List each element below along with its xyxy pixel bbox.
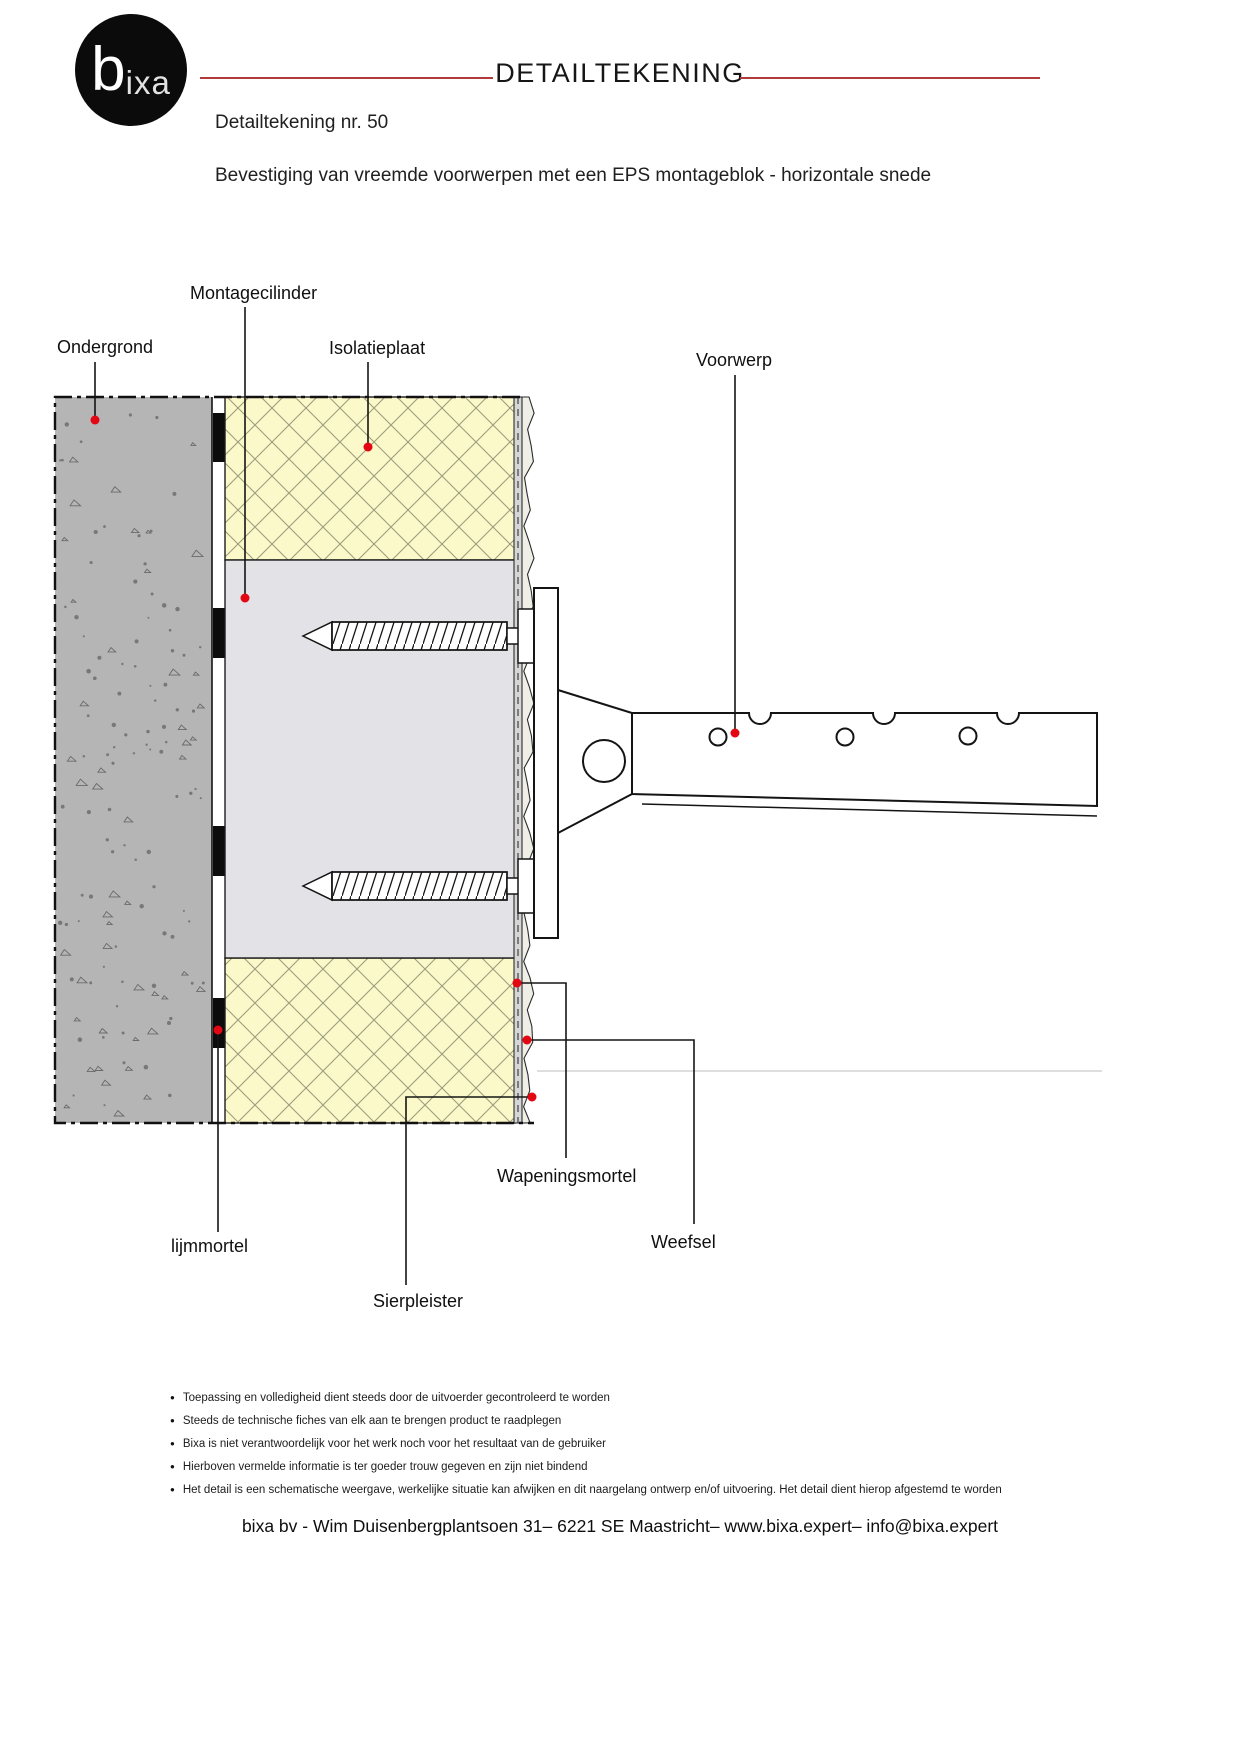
label-weefsel: Weefsel [651,1232,716,1252]
note-item: Het detail is een schematische weergave,… [170,1483,1002,1497]
concrete-speckles [57,413,207,1117]
document-title: DETAILTEKENING [495,58,745,88]
dot-weefsel [522,1035,532,1045]
logo-letter-b: b [91,35,126,104]
mortar-dab [213,608,226,658]
section-border [53,395,534,1125]
leader-lines [94,307,736,1285]
leader-weefsel [527,1039,695,1224]
screw-bottom [301,870,536,902]
label-ondergrond: Ondergrond [57,337,154,357]
screw-top [301,620,536,652]
note-item: Steeds de technische fiches van elk aan … [170,1414,1002,1428]
mortar-dab [213,998,226,1048]
washer-top [517,608,535,664]
rail-hole [708,727,728,747]
note-text: Hierboven vermelde informatie is ter goe… [182,1461,588,1473]
insulation-board-bottom [224,957,516,1124]
note-item: Bixa is niet verantwoordelijk voor het w… [170,1437,1002,1451]
mortar-dab [213,413,226,462]
label-montagecilinder: Montagecilinder [190,283,318,303]
decorative-plaster-band [521,396,535,1124]
mortar-dab [213,826,226,876]
render-layers [513,396,535,1124]
dot-voorwerp [730,728,740,738]
bracket-hole [582,739,626,783]
note-item: Toepassing en volledigheid dient steeds … [170,1391,1002,1405]
label-wapeningsmortel: Wapeningsmortel [497,1166,637,1186]
drawing-subtitle: Bevestiging van vreemde voorwerpen met e… [215,165,932,186]
note-text: Toepassing en volledigheid dient steeds … [182,1392,610,1404]
label-isolatieplaat: Isolatieplaat [329,338,426,358]
rail-hole [835,727,855,747]
rail-fold-line [641,803,1098,817]
leader-sierpleister [405,1096,532,1285]
note-text: Steeds de technische fiches van elk aan … [182,1415,562,1427]
rail-hole [958,726,978,746]
leader-wapeningsmortel [517,982,567,1158]
label-lijmmortel: lijmmortel [171,1236,249,1256]
dot-ondergrond [90,415,100,425]
insulation-board-top [224,396,516,561]
substrate-concrete [55,397,212,1123]
screw-thread-hatch [331,621,508,651]
title-rule-left [200,77,493,79]
dot-isolatieplaat [363,442,373,452]
bracket-plate [533,587,559,939]
substrate-wall [55,397,213,1123]
disclaimer-notes: Toepassing en volledigheid dient steeds … [170,1391,1002,1506]
dot-montagecilinder [240,593,250,603]
note-item: Hierboven vermelde informatie is ter goe… [170,1460,1002,1474]
reference-dots [90,415,740,1102]
label-sierpleister: Sierpleister [373,1291,464,1311]
object-rail [631,712,1098,808]
drawing-number: Detailtekening nr. 50 [215,112,389,133]
title-rule-right [740,77,1040,79]
dot-sierpleister [527,1092,537,1102]
dot-wapeningsmortel [512,978,522,988]
label-voorwerp: Voorwerp [696,350,773,370]
note-text: Bixa is niet verantwoordelijk voor het w… [182,1438,607,1450]
logo-letters-ixa: ixa [125,63,171,101]
screw-thread-hatch [331,871,508,901]
adhesive-mortar-dabs [213,413,226,1048]
washer-bottom [517,858,535,914]
footer-address: bixa bv - Wim Duisenbergplantsoen 31– 62… [241,1516,999,1536]
dot-lijmmortel [213,1025,223,1035]
note-text: Het detail is een schematische weergave,… [182,1484,1002,1496]
bixa-logo: b ixa [75,14,187,126]
